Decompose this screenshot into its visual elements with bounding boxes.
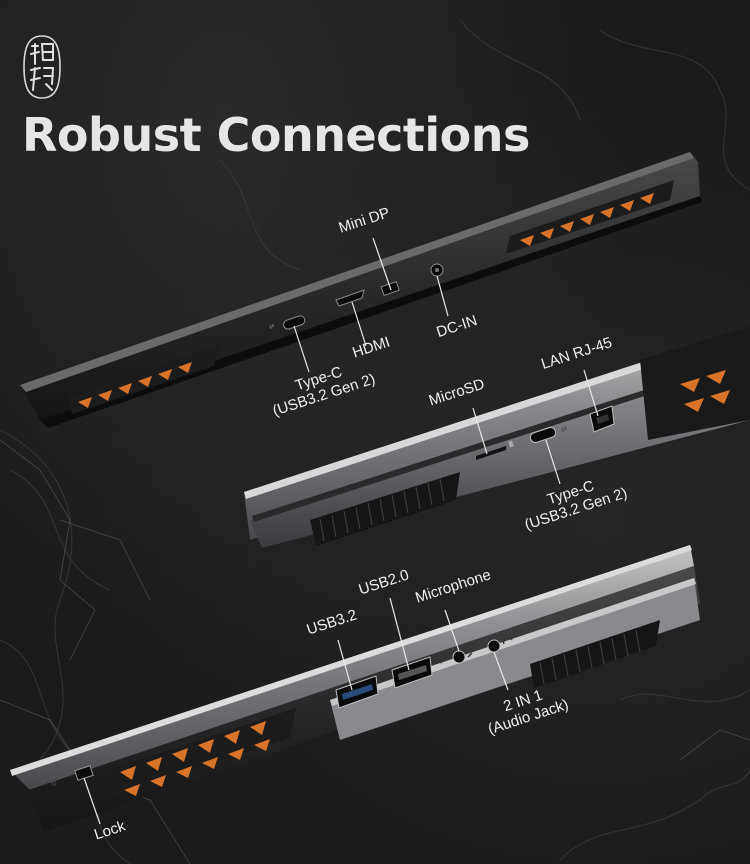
microphone-port	[452, 650, 466, 664]
headset-icon	[502, 636, 513, 645]
brand-seal-icon	[23, 35, 61, 99]
usb-symbol-icon: ⇄	[268, 323, 275, 331]
microsd-slot	[476, 446, 506, 460]
lock-slot	[74, 765, 94, 781]
page-title: Robust Connections	[22, 108, 530, 162]
usb-symbol-icon: ⇄	[438, 657, 446, 666]
right-side-view: ⇄	[244, 326, 750, 548]
type-c-port-right	[529, 427, 557, 443]
lock-slot-icon: ⊡	[51, 781, 58, 788]
microphone-icon	[467, 644, 477, 658]
left-side-view: ⇄ ⊡	[10, 545, 700, 832]
hdmi-port	[335, 289, 365, 307]
rear-view: ⇄	[20, 152, 702, 428]
usb-symbol-icon: ⇄	[560, 425, 568, 434]
audio-jack-port	[487, 639, 501, 653]
type-c-port-rear	[283, 315, 306, 330]
